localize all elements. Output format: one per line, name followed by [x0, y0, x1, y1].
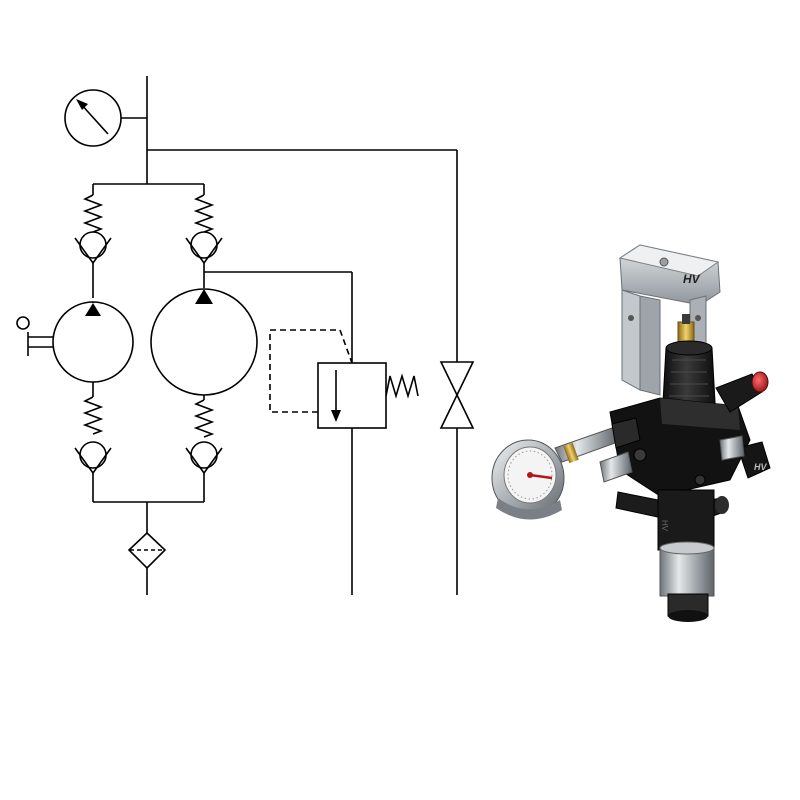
- pump-cylinder: HV: [657, 489, 715, 622]
- svg-text:HV: HV: [660, 520, 669, 532]
- top-block: HV: [618, 244, 721, 396]
- check-valve-icon: [74, 194, 112, 298]
- relief-feed-line: [204, 271, 353, 363]
- filter-icon: [127, 531, 167, 570]
- check-valve-icon: [185, 395, 223, 502]
- top-manifold: [92, 183, 205, 195]
- relief-valve-icon: [269, 329, 419, 595]
- svg-text:HV: HV: [754, 462, 767, 472]
- check-valve-icon: [185, 194, 223, 288]
- pressure-gauge-image: [491, 439, 565, 520]
- hand-pump-icon: [16, 301, 134, 383]
- main-pump-icon: [150, 288, 258, 396]
- check-valve-icon: [74, 382, 112, 502]
- gauge-fitting: [554, 417, 745, 483]
- pump-body: HV: [609, 340, 771, 497]
- pressure-gauge-icon: [64, 89, 122, 147]
- shutoff-valve-icon: [439, 361, 475, 429]
- hydraulic-schematic: [16, 76, 475, 595]
- hand-pump-product-image: HV HV: [491, 244, 771, 622]
- suction-manifold: [93, 501, 204, 595]
- brand-logo: HV: [683, 272, 701, 286]
